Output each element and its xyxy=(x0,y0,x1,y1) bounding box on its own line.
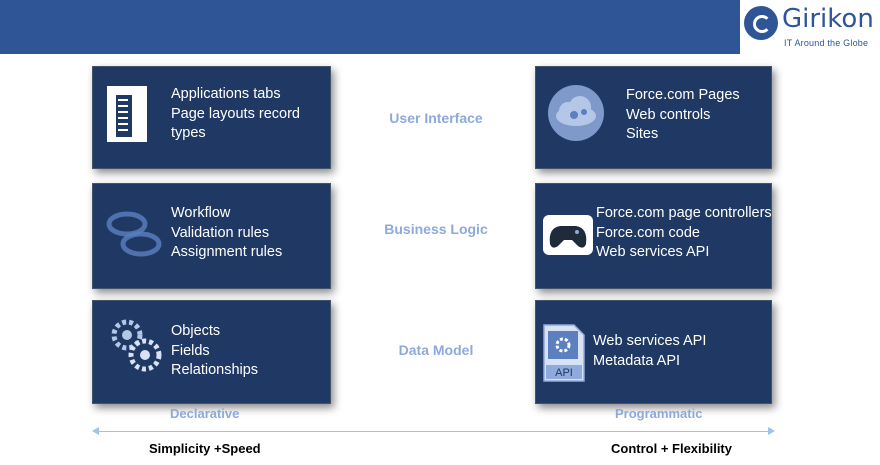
programmatic-data-line-1: Web services API xyxy=(593,333,707,349)
declarative-logic-line-1: Workflow xyxy=(171,205,231,221)
declarative-logic-line-3: Assignment rules xyxy=(171,244,283,260)
brand-logo: Girikon IT Around the Globe xyxy=(740,0,880,54)
api-file-icon: API xyxy=(543,324,585,382)
programmatic-data-box: API Web services API Metadata API xyxy=(535,300,772,404)
rings-icon xyxy=(106,211,162,257)
programmatic-logic-line-2: Force.com code xyxy=(596,224,700,241)
declarative-logic-line-2: Validation rules xyxy=(171,224,270,241)
declarative-ui-box: Applications tabs Page layouts record ty… xyxy=(92,66,331,169)
axis-arrow-left-icon xyxy=(92,427,99,435)
brand-tagline: IT Around the Globe xyxy=(784,38,869,48)
programmatic-logic-line-3: Web services API xyxy=(596,244,710,260)
girikon-logo-icon xyxy=(744,6,778,40)
gears-icon xyxy=(111,319,162,372)
axis-line xyxy=(96,431,772,432)
declarative-logic-box: Workflow Validation rules Assignment rul… xyxy=(92,183,331,289)
programmatic-ui-line-3: Sites xyxy=(626,126,659,142)
programmatic-ui-line-1: Force.com Pages xyxy=(626,87,740,103)
programmatic-ui-box: Force.com Pages Web controls Sites xyxy=(535,66,772,169)
declarative-ui-line-2: Page layouts record xyxy=(171,105,300,122)
declarative-data-line-3: Relationships xyxy=(171,362,259,378)
declarative-data-box: Objects Fields Relationships xyxy=(92,300,331,404)
layer-label-logic: Business Logic xyxy=(384,221,488,237)
axis-arrow-right-icon xyxy=(768,427,775,435)
brand-name: Girikon xyxy=(782,4,874,34)
gamepad-icon xyxy=(543,215,593,255)
declarative-data-line-1: Objects xyxy=(171,323,221,339)
declarative-ui-line-3: types xyxy=(171,125,206,141)
programmatic-data-line-2: Metadata API xyxy=(593,352,681,369)
layer-label-ui: User Interface xyxy=(389,110,483,126)
cloud-gears-icon xyxy=(548,85,604,141)
axis-label-declarative: Declarative xyxy=(170,406,240,421)
declarative-data-line-2: Fields xyxy=(171,342,210,359)
api-file-label: API xyxy=(555,367,573,379)
document-icon xyxy=(107,86,147,142)
header-bar xyxy=(0,0,880,54)
programmatic-logic-line-1: Force.com page controllers xyxy=(596,205,772,221)
caption-control: Control + Flexibility xyxy=(611,441,732,456)
programmatic-logic-box: Force.com page controllers Force.com cod… xyxy=(535,183,772,289)
caption-simplicity: Simplicity +Speed xyxy=(149,441,261,456)
declarative-ui-line-1: Applications tabs xyxy=(171,86,281,102)
programmatic-ui-line-2: Web controls xyxy=(626,106,711,123)
layer-label-data: Data Model xyxy=(398,342,474,358)
axis-label-programmatic: Programmatic xyxy=(615,406,703,421)
